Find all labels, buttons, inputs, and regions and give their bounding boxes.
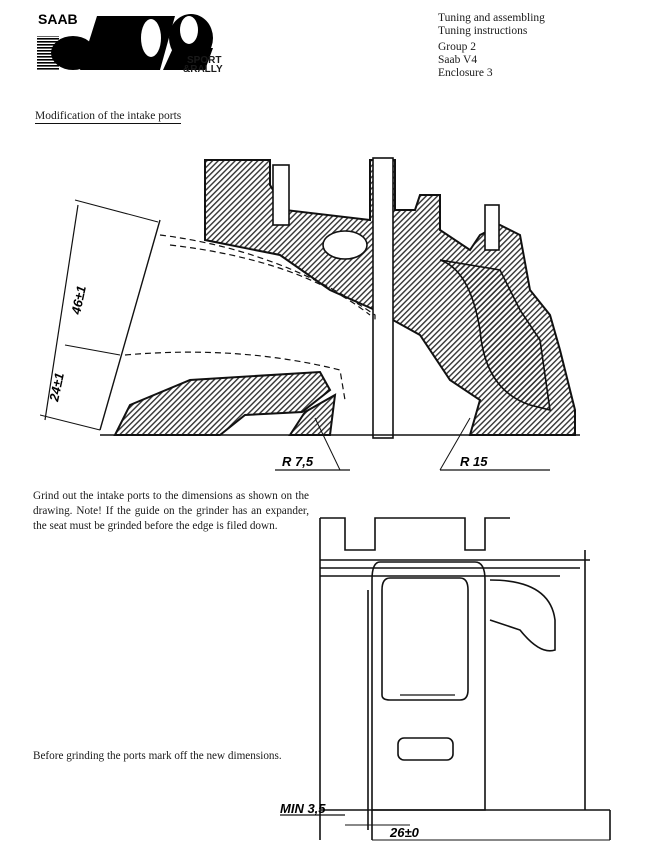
cylinder-head-section-drawing: 46±1 24±1 R 7,5 R 15 — [39, 140, 600, 480]
saab-sport-rally-logo: SAAB SPORT &RALLY — [35, 8, 230, 78]
radius-15-label: R 15 — [460, 454, 488, 469]
dimension-46: 46±1 — [68, 284, 89, 316]
header-line: Tuning and assembling — [438, 12, 545, 24]
svg-text:SAAB: SAAB — [38, 11, 78, 27]
header-line: Group 2 — [438, 41, 477, 53]
logo-rally-text: &RALLY — [183, 64, 223, 75]
dimension-24: 24±1 — [46, 371, 67, 403]
header-line: Tuning instructions — [438, 25, 528, 37]
section-title: Modification of the intake ports — [35, 110, 182, 124]
min-3-5-label: MIN 3,5 — [280, 801, 326, 816]
dimension-26-label: 26±0 — [389, 825, 420, 840]
logo-sport-text: SPORT — [187, 55, 222, 66]
intake-port-view-drawing: MIN 3,5 26±0 — [250, 510, 650, 850]
radius-7-5-label: R 7,5 — [282, 454, 314, 469]
paragraph-mark-dimensions: Before grinding the ports mark off the n… — [33, 750, 282, 762]
paragraph-grind-instructions: Grind out the intake ports to the dimens… — [33, 490, 309, 532]
header-line: Enclosure 3 — [438, 67, 493, 79]
header-line: Saab V4 — [438, 54, 478, 66]
document-header: Tuning and assembling Tuning instruction… — [438, 12, 545, 80]
